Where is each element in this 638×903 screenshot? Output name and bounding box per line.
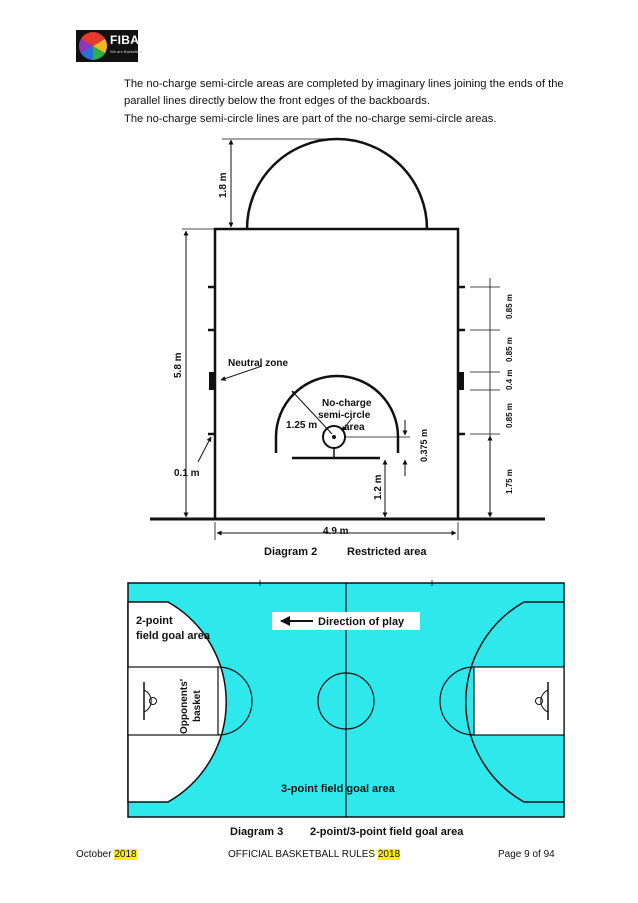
label-two-point-1: 2-point — [136, 615, 173, 627]
footer-title: OFFICIAL BASKETBALL RULES 2018 — [228, 849, 401, 860]
label-5-8m: 5.8 m — [173, 352, 184, 378]
left-neutral-block — [209, 372, 215, 390]
footer-page-number: Page 9 of 94 — [498, 849, 555, 860]
diagram3-caption-title: 2-point/3-point field goal area — [310, 826, 464, 838]
left-basket — [149, 697, 157, 705]
label-1-8m: 1.8 m — [218, 172, 229, 198]
left-restricted-area — [127, 666, 219, 736]
label-0-85m-a: 0.85 m — [505, 294, 514, 319]
label-opponents: Opponents' — [179, 679, 190, 734]
label-1-75m: 1.75 m — [505, 469, 514, 494]
right-lane-marks — [458, 285, 465, 436]
label-no-charge-2: semi-circle — [318, 410, 371, 421]
label-no-charge-1: No-charge — [322, 398, 372, 409]
label-4-9m: 4.9 m — [323, 526, 349, 537]
diagram3-court — [127, 580, 565, 818]
label-three-point-area: 3-point field goal area — [281, 783, 396, 795]
diagram2-labels: 1.8 m 5.8 m 0.1 m 4.9 m Neutral zone No-… — [173, 172, 514, 537]
left-lane-marks — [208, 285, 215, 436]
basketball-logo-icon — [79, 32, 107, 60]
footer-year-highlight: 2018 — [114, 849, 137, 860]
footer-date: October 2018 — [76, 849, 137, 860]
right-basket — [535, 697, 543, 705]
no-charge-semicircle — [274, 374, 400, 453]
label-0-85m-c: 0.85 m — [505, 403, 514, 428]
paragraph-semicircle-lines: The no-charge semi-circle lines are part… — [124, 113, 497, 125]
diagram3-caption-number: Diagram 3 — [230, 826, 284, 838]
center-circle — [317, 672, 375, 730]
diagram3-labels: 2-point field goal area Opponents' baske… — [136, 615, 405, 795]
diagram2-restricted-area — [150, 137, 545, 540]
radius-arrow — [291, 390, 333, 435]
label-1-2m: 1.2 m — [373, 474, 384, 500]
direction-box — [272, 612, 420, 630]
right-free-throw-circle — [439, 666, 475, 736]
label-0-4m: 0.4 m — [505, 370, 514, 390]
right-restricted-area — [473, 666, 565, 736]
footer-rules-title: OFFICIAL BASKETBALL RULES — [228, 849, 378, 860]
logo-name: FIBA — [110, 33, 140, 47]
diagram2-caption-number: Diagram 2 — [264, 546, 318, 558]
basket-center — [332, 435, 336, 439]
footer-month: October — [76, 849, 115, 860]
label-0-1m: 0.1 m — [174, 468, 200, 479]
fiba-logo: FIBA We are Basketball — [76, 30, 142, 62]
label-neutral-zone: Neutral zone — [228, 358, 288, 369]
label-basket: basket — [192, 690, 203, 722]
free-throw-semicircle — [245, 137, 429, 230]
right-three-point-line — [465, 601, 564, 803]
left-free-throw-circle — [217, 666, 253, 736]
footer-rules-year-highlight: 2018 — [377, 849, 401, 860]
label-no-charge-3: area — [344, 422, 365, 433]
label-0-375m: 0.375 m — [419, 429, 429, 462]
arrow-no-charge-area — [341, 417, 353, 432]
restricted-area-rect — [213, 227, 460, 521]
diagram2-caption-title: Restricted area — [347, 546, 427, 558]
arrow-0-1m — [197, 436, 212, 463]
right-dimension-lines — [470, 278, 500, 517]
logo-tagline: We are Basketball — [110, 49, 143, 54]
arrow-neutral-zone — [220, 365, 263, 381]
label-two-point-2: field goal area — [136, 630, 211, 642]
label-direction-of-play: Direction of play — [318, 616, 405, 628]
right-neutral-block — [458, 372, 464, 390]
label-1-25m: 1.25 m — [286, 420, 317, 431]
label-0-85m-b: 0.85 m — [505, 337, 514, 362]
paragraph-imaginary-lines: The no-charge semi-circle areas are comp… — [124, 78, 564, 107]
